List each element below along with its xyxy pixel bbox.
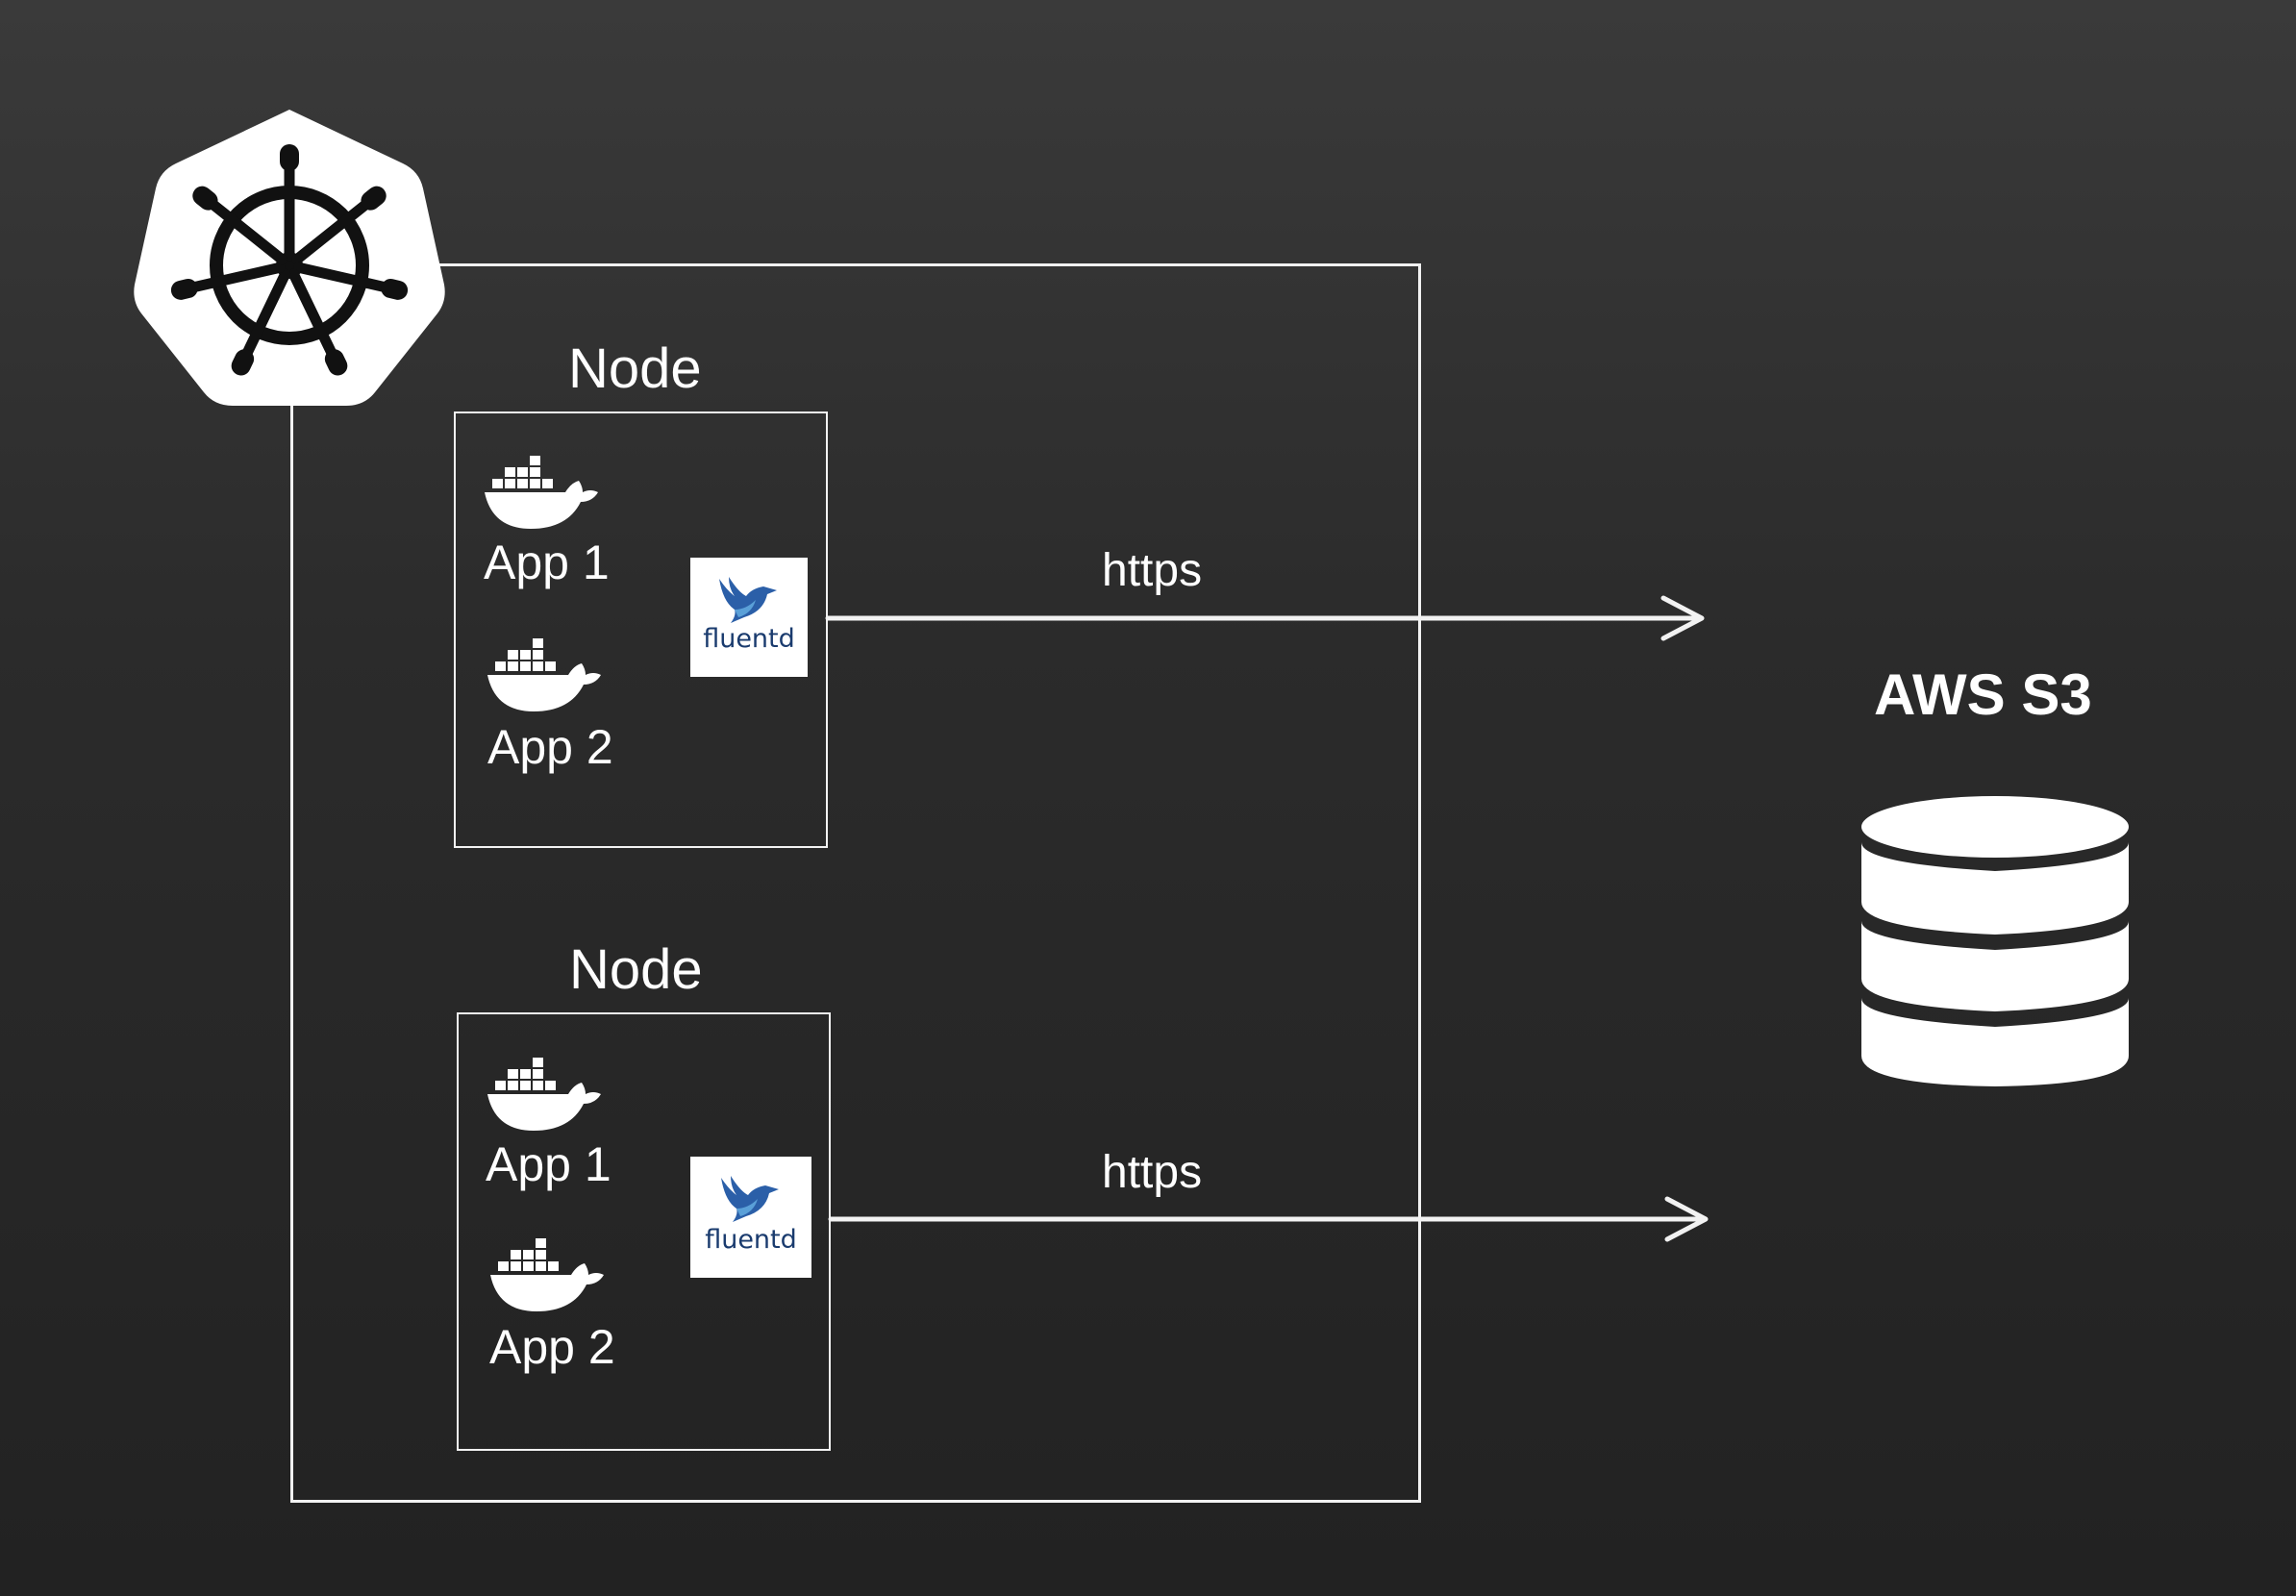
arrow-head-1 [1660, 595, 1705, 641]
fluentd-logo: fluentd [690, 1157, 811, 1278]
kubernetes-cluster-boundary [290, 263, 1421, 1503]
app-1-label: App 1 [484, 536, 610, 589]
node-1-box [454, 411, 828, 848]
fluentd-label: fluentd [705, 1225, 797, 1255]
node-2-label: Node [569, 938, 703, 1001]
aws-s3-label: AWS S3 [1874, 662, 2092, 727]
docker-whale-icon [486, 1054, 603, 1133]
kubernetes-helm-icon [134, 106, 445, 419]
app-1-label: App 1 [486, 1137, 611, 1191]
fluentd-bird-icon [721, 1176, 779, 1222]
docker-whale-icon [483, 452, 600, 531]
arrow-head-2 [1664, 1196, 1709, 1242]
https-label-2: https [1102, 1147, 1203, 1198]
docker-whale-icon [488, 1234, 606, 1313]
fluentd-logo: fluentd [690, 558, 808, 677]
database-icon [1859, 794, 2131, 1086]
node-1-label: Node [568, 337, 702, 400]
fluentd-label: fluentd [703, 624, 795, 654]
https-label-1: https [1102, 545, 1203, 596]
fluentd-bird-icon [719, 577, 777, 623]
app-2-label: App 2 [487, 720, 613, 774]
app-2-label: App 2 [489, 1320, 615, 1374]
docker-whale-icon [486, 635, 603, 713]
node-2-box [457, 1012, 831, 1451]
